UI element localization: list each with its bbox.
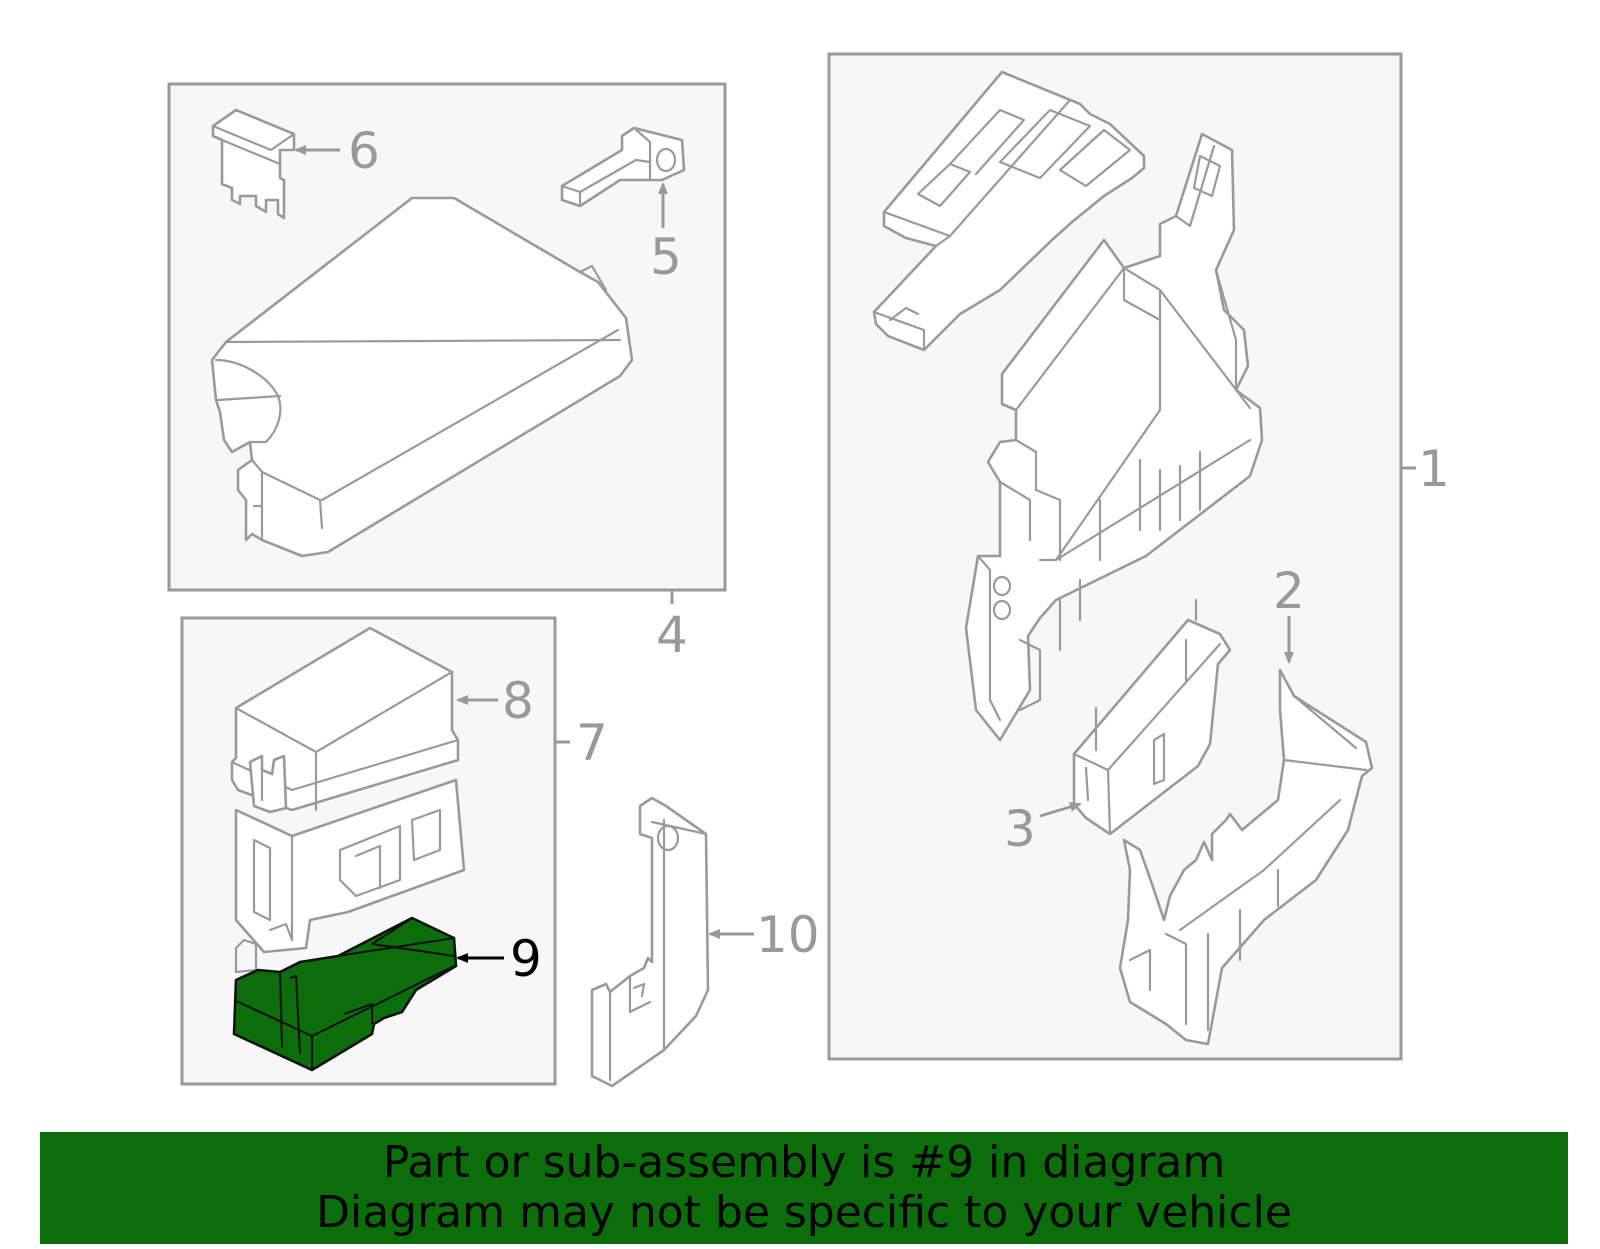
part-8-lid [230, 626, 460, 814]
callout-6: 6 [348, 122, 380, 180]
callout-5: 5 [650, 228, 682, 286]
part-5-terminal [560, 126, 686, 208]
part-2-cover [1118, 668, 1374, 1046]
part-3-tray [1072, 598, 1232, 836]
callout-4: 4 [656, 606, 688, 664]
callout-8: 8 [502, 672, 534, 730]
part-1-top-cover [872, 70, 1146, 352]
callout-3: 3 [1004, 800, 1036, 858]
part-7-body [234, 778, 466, 974]
callout-7: 7 [576, 714, 608, 772]
info-banner: Part or sub-assembly is #9 in diagram Di… [40, 1132, 1568, 1244]
callout-1: 1 [1418, 440, 1450, 498]
part-9-highlighted [232, 916, 458, 1072]
part-1-main-box [964, 132, 1264, 742]
part-10-bracket [590, 796, 710, 1088]
part-4-cover [210, 196, 634, 558]
banner-line-1: Part or sub-assembly is #9 in diagram [382, 1137, 1226, 1188]
leader-3 [1039, 802, 1082, 818]
banner-line-2: Diagram may not be specific to your vehi… [316, 1187, 1292, 1238]
part-6-fuse [211, 108, 296, 220]
callout-9: 9 [510, 930, 542, 988]
callout-2: 2 [1273, 562, 1305, 620]
callout-10: 10 [756, 906, 820, 964]
